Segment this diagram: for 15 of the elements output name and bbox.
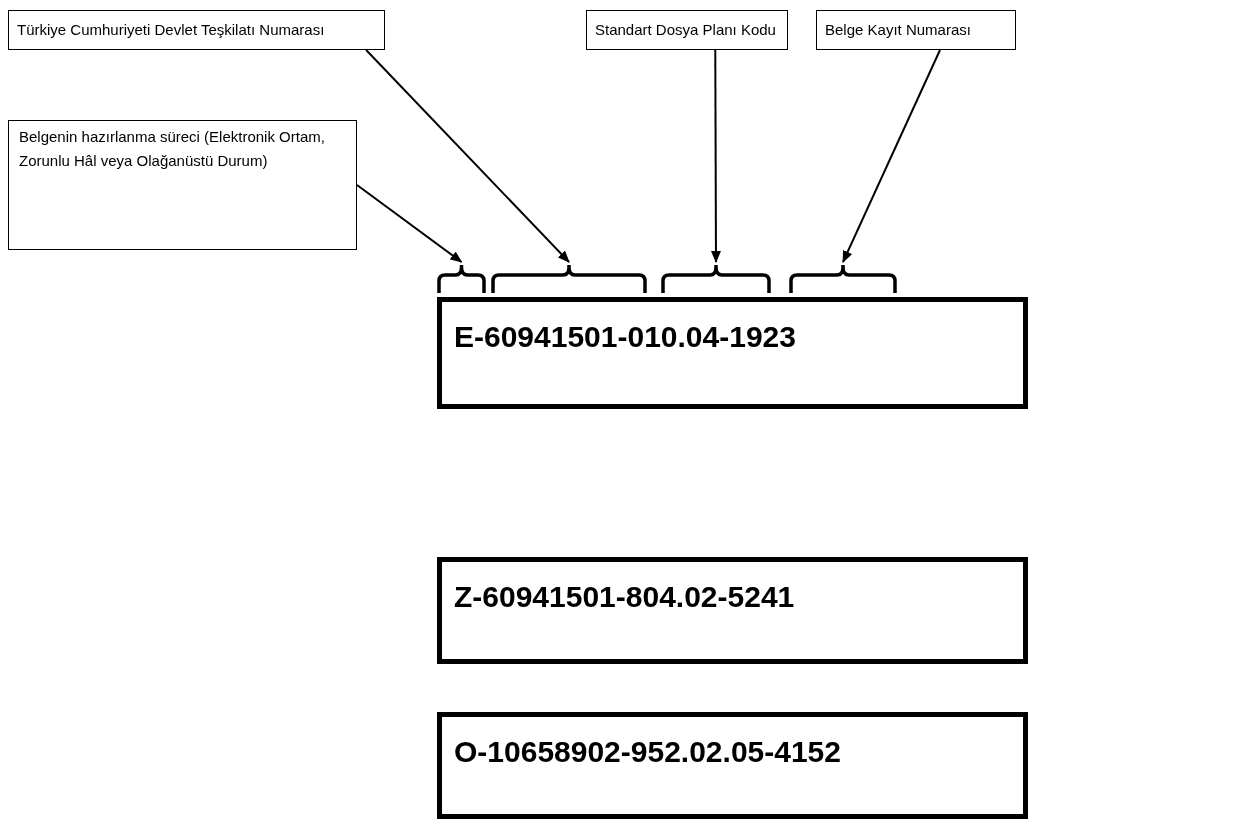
curly-brace	[790, 265, 896, 293]
label-box: Standart Dosya Planı Kodu	[586, 10, 788, 50]
label-box: Belge Kayıt Numarası	[816, 10, 1016, 50]
arrow	[842, 49, 941, 263]
arrow	[710, 49, 721, 263]
label-box: Belgenin hazırlanma süreci (Elektronik Ortam, Zorunlu Hâl veya Olağanüstü Durum)	[8, 120, 357, 250]
label-box: Türkiye Cumhuriyeti Devlet Teşkilatı Numarası	[8, 10, 385, 50]
number-box: Z-60941501-804.02-5241	[437, 557, 1028, 664]
arrow	[365, 49, 570, 263]
curly-brace	[662, 265, 770, 293]
curly-brace	[492, 265, 646, 293]
number-box: E-60941501-010.04-1923	[437, 297, 1028, 409]
curly-brace	[438, 265, 485, 293]
arrow	[356, 184, 463, 263]
number-box: O-10658902-952.02.05-4152	[437, 712, 1028, 819]
